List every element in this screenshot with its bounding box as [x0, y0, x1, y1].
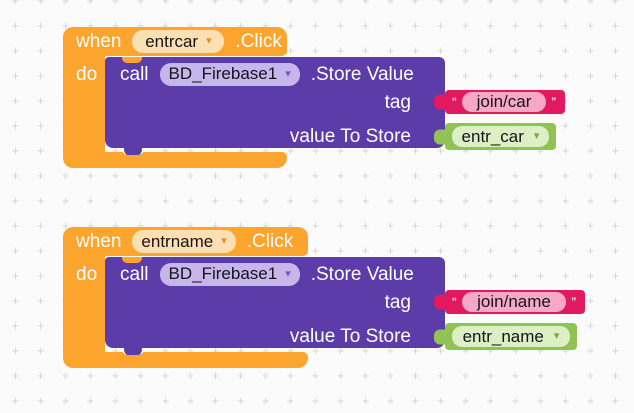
component-dropdown-value: entrcar [145, 31, 199, 51]
do-label: do [76, 264, 98, 285]
tag-param-label: tag [384, 92, 411, 113]
text-string-field[interactable]: join/name [461, 292, 567, 312]
variable-dropdown[interactable]: entr_car ▾ [451, 126, 550, 147]
when-label: when [76, 231, 122, 252]
variable-dropdown-value: entr_car [461, 126, 524, 146]
variable-get-block[interactable]: entr_car ▾ [445, 123, 556, 150]
dropdown-arrow-icon: ▾ [553, 330, 560, 342]
call-label: call [120, 63, 149, 85]
dropdown-arrow-icon: ▾ [285, 267, 291, 280]
when-event-block[interactable]: when entrcar ▾ .Click [63, 27, 287, 56]
dropdown-arrow-icon: ▾ [221, 235, 227, 247]
event-block-bottom [63, 352, 308, 368]
method-name-label: .Store Value [310, 63, 414, 85]
text-string-block[interactable]: “ join/car ” [445, 90, 565, 114]
close-quote: ” [551, 94, 556, 110]
firebase-component-dropdown[interactable]: BD_Firebase1 ▾ [159, 262, 300, 286]
firebase-component-dropdown-value: BD_Firebase1 [168, 64, 278, 83]
variable-dropdown[interactable]: entr_name ▾ [452, 326, 570, 347]
event-block-bottom [63, 152, 287, 168]
do-section: do [63, 256, 105, 352]
call-method-block[interactable]: call BD_Firebase1 ▾ .Store Value tag val… [105, 57, 445, 155]
call-label: call [120, 263, 149, 285]
open-quote: “ [452, 294, 457, 310]
dropdown-arrow-icon: ▾ [206, 35, 212, 47]
dropdown-arrow-icon: ▾ [533, 130, 540, 142]
open-quote: “ [452, 94, 457, 110]
variable-dropdown-value: entr_name [462, 326, 544, 346]
call-method-block[interactable]: call BD_Firebase1 ▾ .Store Value tag val… [105, 257, 445, 355]
statement-notch [122, 57, 142, 63]
dropdown-arrow-icon: ▾ [285, 67, 291, 80]
value-param-label: value To Store [289, 326, 411, 347]
next-connector-notch [122, 348, 144, 355]
text-string-block[interactable]: “ join/name ” [445, 290, 585, 314]
firebase-component-dropdown-value: BD_Firebase1 [168, 264, 278, 283]
event-name-label: .Click [235, 31, 282, 52]
statement-notch [122, 257, 142, 263]
event-name-label: .Click [246, 231, 294, 252]
value-param-label: value To Store [289, 126, 411, 147]
do-section: do [63, 56, 105, 152]
component-dropdown[interactable]: entrname ▾ [132, 230, 236, 253]
next-connector-notch [122, 148, 144, 155]
tag-param-label: tag [384, 292, 411, 313]
close-quote: ” [571, 294, 576, 310]
firebase-component-dropdown[interactable]: BD_Firebase1 ▾ [159, 62, 300, 86]
do-label: do [76, 64, 98, 85]
component-dropdown-value: entrname [141, 231, 214, 251]
variable-get-block[interactable]: entr_name ▾ [445, 323, 577, 350]
component-dropdown[interactable]: entrcar ▾ [132, 30, 225, 53]
method-name-label: .Store Value [310, 263, 414, 285]
when-label: when [76, 31, 122, 52]
text-string-field[interactable]: join/car [461, 92, 547, 112]
when-event-block[interactable]: when entrname ▾ .Click [63, 227, 308, 256]
